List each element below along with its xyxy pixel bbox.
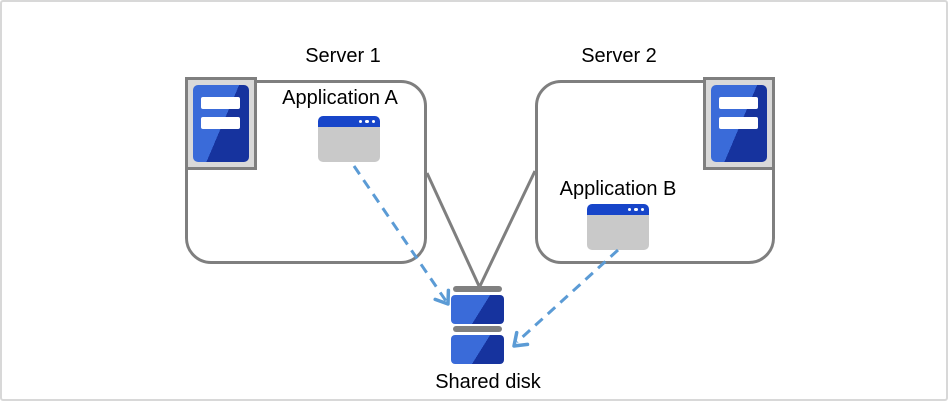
shared-disk-label: Shared disk — [435, 371, 541, 393]
window-dot — [365, 119, 369, 124]
application-b-window-icon — [587, 204, 649, 250]
window-body — [318, 127, 380, 162]
app-b-arrowhead-icon — [512, 330, 530, 348]
server-slot — [201, 117, 240, 129]
application-a-label: Application A — [282, 87, 398, 109]
disk-unit — [451, 334, 504, 364]
application-a-window-icon — [318, 116, 380, 162]
server1-label: Server 1 — [305, 45, 381, 67]
disk-unit — [451, 294, 504, 324]
shared-disk-stack-icon — [451, 286, 504, 364]
disk-cap — [453, 286, 502, 292]
server1-tower-icon — [185, 77, 257, 170]
server2-box — [535, 80, 775, 264]
server-slot — [201, 97, 240, 109]
window-dot — [371, 119, 375, 124]
server-unit-face — [193, 85, 249, 162]
server1-to-disk-line — [425, 172, 481, 287]
window-body — [587, 215, 649, 250]
server2-tower-icon — [703, 77, 775, 170]
server2-label: Server 2 — [581, 45, 657, 67]
server-slot — [719, 117, 758, 129]
disk-cap — [453, 326, 502, 332]
window-dot — [358, 119, 362, 124]
window-titlebar — [318, 116, 380, 127]
window-dot — [627, 207, 631, 212]
window-dot — [634, 207, 638, 212]
window-titlebar — [587, 204, 649, 215]
server-slot — [719, 97, 758, 109]
server-unit-face — [711, 85, 767, 162]
application-b-label: Application B — [559, 178, 677, 200]
window-dot — [640, 207, 644, 212]
app-a-arrowhead-icon — [433, 288, 451, 306]
